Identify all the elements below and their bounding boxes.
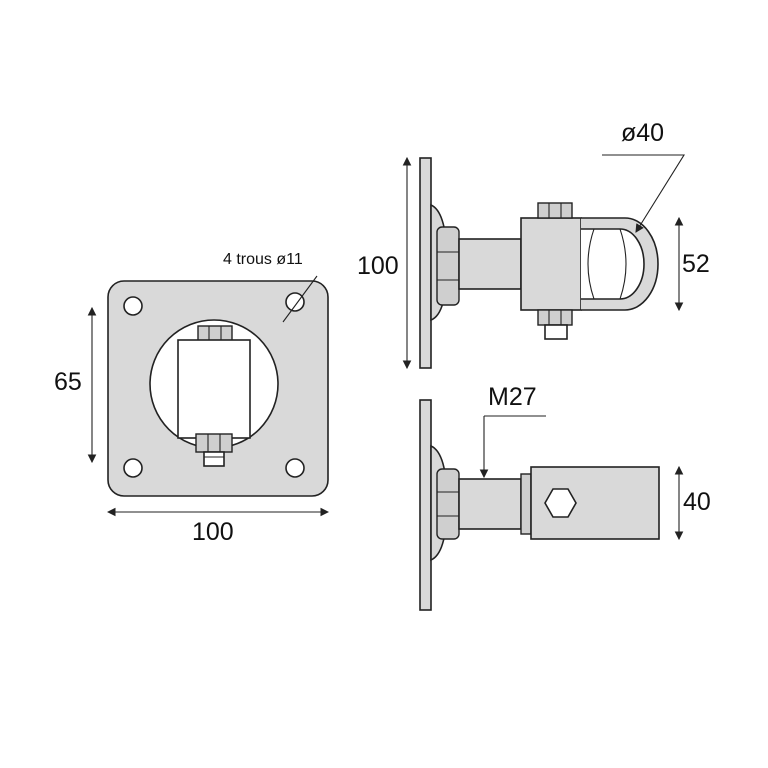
hole-top-left [123, 296, 143, 316]
bolt-nut-lower [537, 309, 573, 326]
hole-bottom-right [285, 458, 305, 478]
shaft-bottom [458, 478, 522, 530]
collar-bottom [520, 473, 532, 535]
side-nut-top [436, 226, 460, 306]
body-block-top [520, 217, 582, 311]
side-nut-bottom [436, 468, 460, 540]
ring-diameter-label: ø40 [621, 119, 665, 147]
ring-leader [602, 154, 685, 233]
side-view-top [402, 154, 685, 370]
holes-label: 4 trous ø11 [223, 251, 303, 268]
u-ring-inner [581, 228, 645, 300]
dim-side-100-label: 100 [357, 252, 399, 280]
holes-leader [282, 275, 318, 323]
side-plate-bottom [419, 399, 432, 611]
front-view [87, 275, 330, 517]
hole-top-right [285, 292, 305, 312]
thread-label: M27 [488, 383, 537, 411]
bolt-end-top [544, 324, 568, 340]
bolt-end [203, 451, 225, 467]
dim-100-label: 100 [192, 518, 234, 546]
center-block [177, 339, 251, 439]
shaft-top [458, 238, 522, 290]
hole-bottom-left [123, 458, 143, 478]
side-view-bottom [419, 399, 684, 611]
dim-65-label: 65 [54, 368, 82, 396]
bolt-nut-upper [537, 202, 573, 219]
bottom-nut [195, 433, 233, 453]
dim-40-label: 40 [683, 488, 711, 516]
side-plate-top [419, 157, 432, 369]
hex-bolt-head [544, 488, 577, 518]
dim-52-label: 52 [682, 250, 710, 278]
